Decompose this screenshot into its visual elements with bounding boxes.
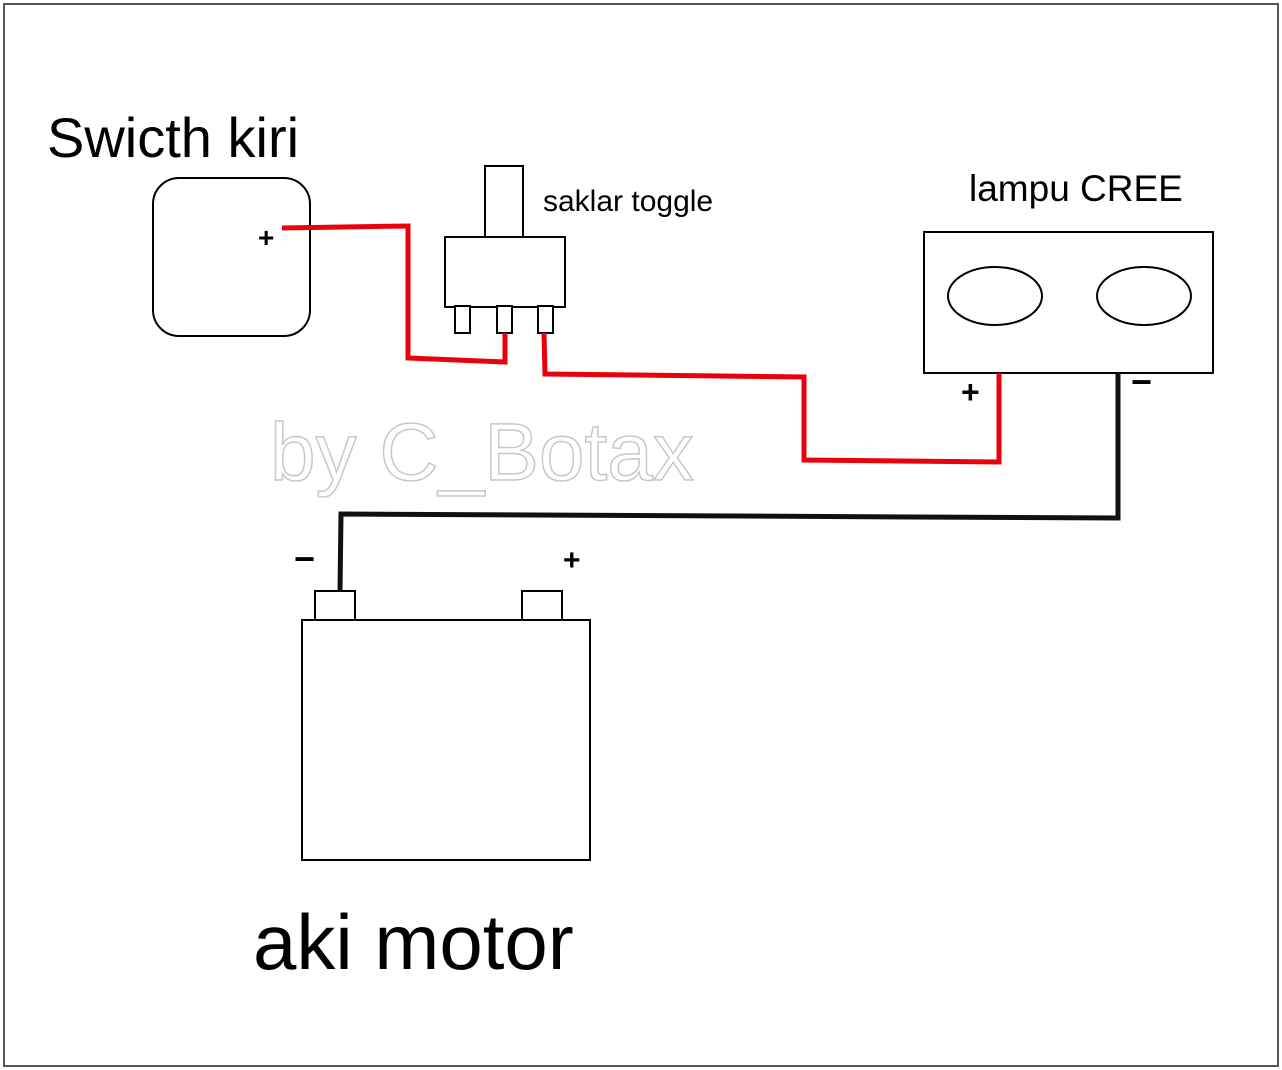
battery-label: aki motor (253, 898, 574, 986)
battery-body (301, 619, 591, 861)
wire-switch-to-toggle (281, 223, 508, 365)
lamp-label: lampu CREE (969, 168, 1183, 209)
battery-negative-sign: − (294, 538, 315, 579)
lamp-positive-sign: + (961, 374, 980, 410)
toggle-pin-right (537, 305, 554, 334)
lamp-right-eye (1096, 266, 1192, 326)
wire-toggle-to-lamp (541, 332, 1002, 465)
toggle-lever (484, 165, 524, 239)
switch-label: Swicth kiri (47, 106, 299, 169)
battery-positive-sign: + (563, 544, 581, 577)
switch-housing (152, 177, 311, 337)
battery-positive-terminal (521, 590, 563, 622)
watermark-text: by C_Botax (270, 407, 694, 498)
toggle-label: saklar toggle (543, 185, 713, 218)
lamp-negative-sign: − (1131, 361, 1152, 402)
toggle-body (444, 236, 566, 308)
wire-lamp-to-battery (337, 373, 1121, 592)
toggle-pin-left (454, 305, 471, 334)
switch-positive-sign: + (258, 222, 274, 253)
toggle-pin-center (496, 305, 513, 334)
lamp-left-eye (947, 266, 1043, 326)
battery-negative-terminal (314, 590, 356, 622)
